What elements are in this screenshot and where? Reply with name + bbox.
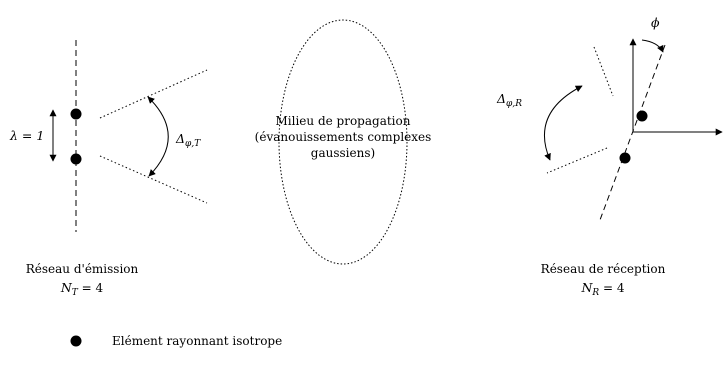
rx-orientation-label: ϕ	[651, 15, 660, 30]
legend-element-marker	[70, 335, 82, 347]
rx-element-bottom	[619, 152, 631, 164]
tx-array: λ = 1 Δφ,T Réseau d'émission NT = 4	[9, 40, 208, 298]
medium-label-line3: gaussiens)	[311, 146, 375, 160]
medium-label-line2: (évanouissements complexes	[255, 130, 432, 144]
medium-label-line1: Milieu de propagation	[276, 114, 411, 128]
rx-element-top	[636, 110, 648, 122]
tx-element-count: NT = 4	[60, 280, 104, 298]
tx-caption: Réseau d'émission	[26, 262, 139, 276]
rx-beam-edge-top	[593, 46, 614, 97]
tx-beam-edge-bottom	[99, 155, 208, 204]
tx-beam-edge-top	[99, 69, 208, 119]
rx-beam-angle-label: Δφ,R	[496, 91, 522, 109]
propagation-medium: Milieu de propagation (évanouissements c…	[255, 19, 432, 265]
rx-beam-angle-arrow	[543, 85, 583, 161]
rx-orientation-arc	[641, 39, 664, 53]
rx-beam-edge-bottom	[546, 147, 608, 174]
tx-beam-angle-label: Δφ,T	[175, 131, 201, 149]
legend: Elément rayonnant isotrope	[70, 334, 282, 348]
tx-wavelength-label: λ = 1	[9, 128, 44, 143]
tx-element-bottom	[70, 153, 82, 165]
tx-element-top	[70, 108, 82, 120]
rx-caption: Réseau de réception	[541, 262, 666, 276]
rx-array-axis	[599, 44, 666, 221]
rx-element-count: NR = 4	[580, 280, 624, 298]
tx-beam-angle-arrow	[147, 96, 169, 177]
legend-element-label: Elément rayonnant isotrope	[112, 334, 282, 348]
medium-ellipse	[278, 19, 408, 265]
rx-array: ϕ Δφ,R Réseau de réception NR = 4	[496, 15, 723, 298]
